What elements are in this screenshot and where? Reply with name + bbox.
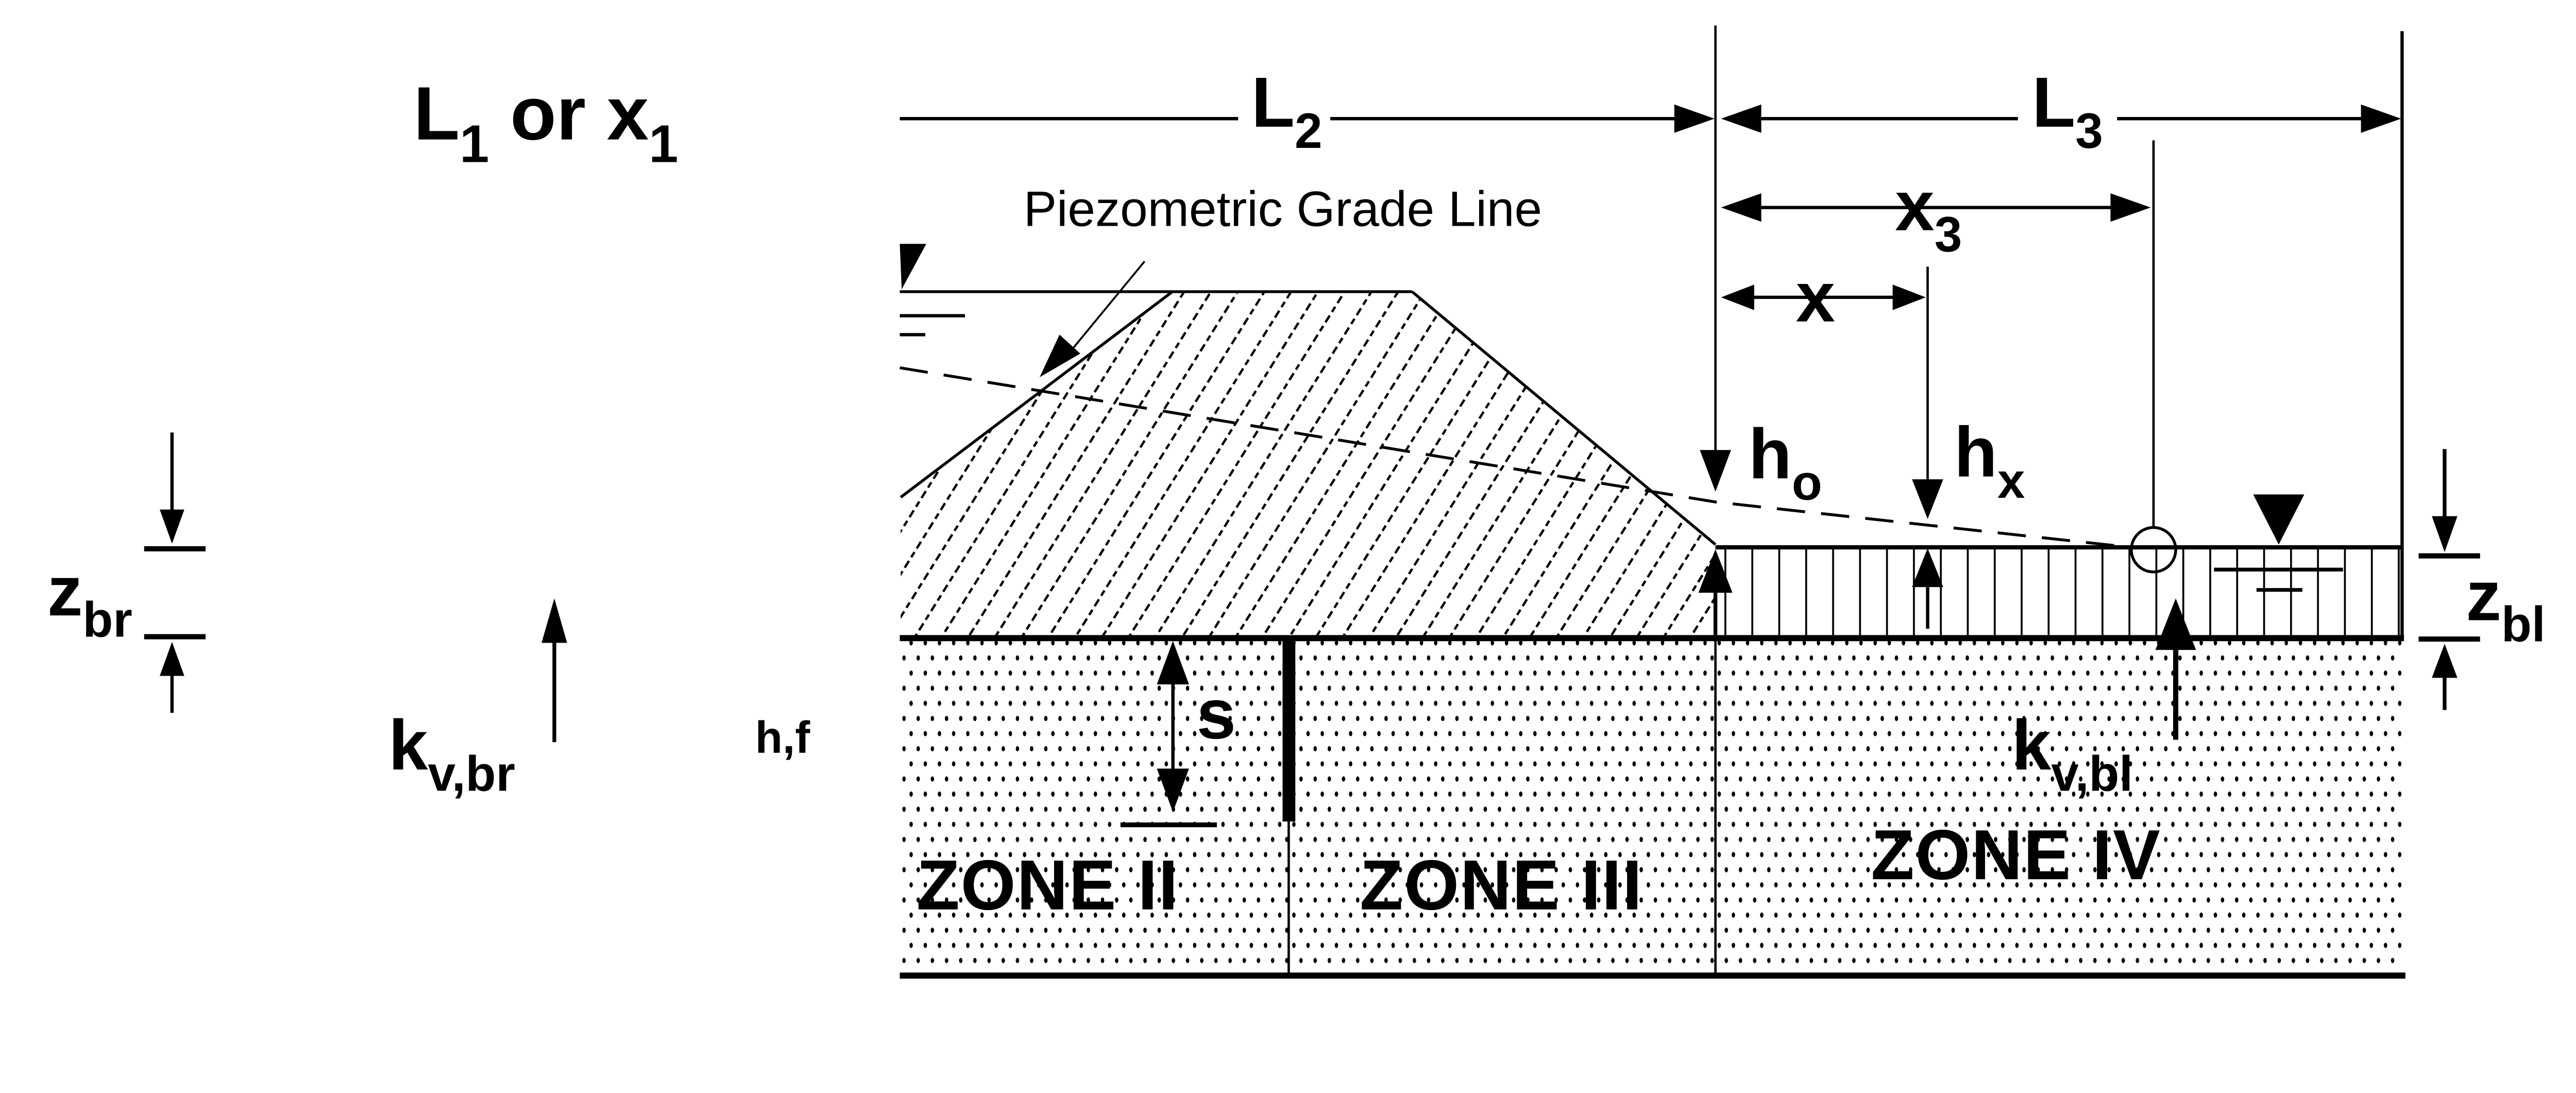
label-zbl: zbl: [2466, 556, 2545, 652]
label-zbr: zbr: [47, 551, 132, 647]
zbl-down-arrowhead-icon: [2432, 516, 2458, 552]
piezometric-grade-line: [900, 366, 2132, 549]
x3-arrowhead-left-icon: [1721, 193, 1761, 222]
zone-label-3: ZONE III: [1360, 846, 1643, 925]
embankment-upstream-face: [900, 290, 1174, 499]
label-hx: hx: [1954, 413, 2025, 509]
zbl-up-arrowhead-icon: [2432, 644, 2458, 678]
foundation-soil: [901, 641, 2402, 972]
embankment-body: [901, 291, 1716, 637]
l3-arrowhead-left-icon: [1721, 104, 1761, 133]
piezometric-leader-line: [1066, 261, 1146, 356]
s-up-arrowhead-icon: [1157, 641, 1189, 685]
zbr-down-arrowhead-icon: [160, 509, 184, 544]
x3-arrowhead-right-icon: [2110, 193, 2151, 222]
label-x3: x3: [1895, 166, 1962, 262]
zbr-up-arrowhead-icon: [160, 642, 184, 676]
piezometric-leader-arrowhead-icon: [1039, 334, 1080, 377]
downstream-blanket: [1715, 547, 2402, 637]
x-arrowhead-left-icon: [1721, 284, 1754, 310]
blanket-point-circle-marker: [2130, 526, 2177, 574]
cutoff-wall: [1282, 638, 1296, 822]
s-down-arrowhead-icon: [1157, 768, 1189, 812]
kvbr-arrowhead-icon: [541, 598, 567, 643]
label-ho: ho: [1749, 414, 1822, 510]
label-x: x: [1796, 258, 1836, 337]
label-l2: L2: [1251, 63, 1323, 159]
hx-up-arrowhead-icon: [1912, 548, 1943, 587]
label-kvbr: kv,br: [388, 705, 515, 801]
zone-label-2: ZONE II: [917, 846, 1179, 925]
ho-up-arrowhead-icon: [1698, 549, 1733, 593]
ho-down-arrowhead-icon: [1700, 450, 1731, 492]
label-hf: h,f: [755, 713, 810, 763]
hx-down-arrowhead-icon: [1912, 479, 1943, 519]
tailwater-level-icon: [2253, 494, 2304, 545]
label-kvbl: kv,bl: [2012, 705, 2133, 801]
x-arrowhead-right-icon: [1892, 284, 1926, 310]
seepage-cross-section-figure: L1 or x1 L2 L3 x3 x Piezometric Grade Li…: [47, 25, 2546, 979]
l2-arrowhead-right-icon: [1674, 104, 1715, 133]
upstream-water-level-icon: [900, 244, 926, 290]
label-l3: L3: [2032, 63, 2103, 159]
embankment-downstream-face: [1411, 290, 1717, 546]
label-l1-or-x1: L1 or x1: [414, 72, 679, 174]
label-piezometric-grade-line: Piezometric Grade Line: [1024, 181, 1542, 237]
label-s: s: [1197, 675, 1236, 754]
diagram-canvas: L1 or x1 L2 L3 x3 x Piezometric Grade Li…: [47, 25, 2546, 979]
kvbl-arrowhead-icon: [2155, 598, 2196, 650]
zone-label-4: ZONE IV: [1871, 815, 2161, 895]
l3-arrowhead-right-icon: [2361, 104, 2401, 133]
